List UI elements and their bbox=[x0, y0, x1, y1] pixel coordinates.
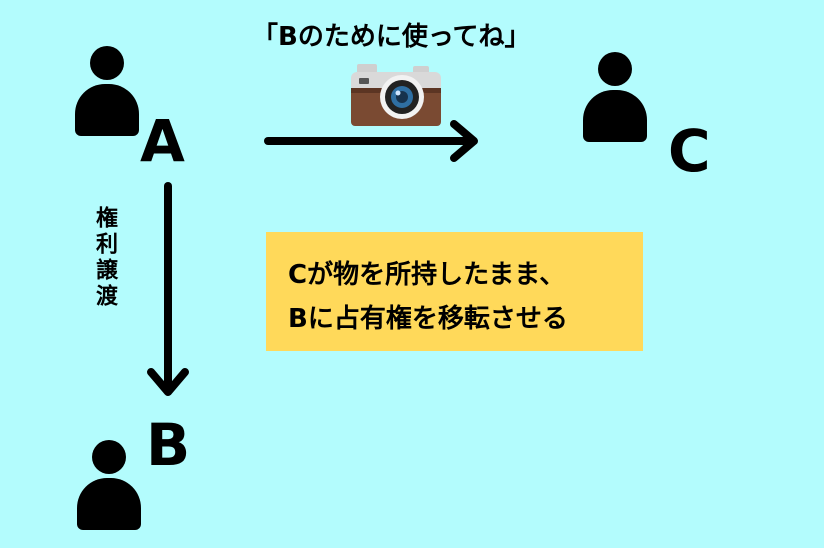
person-a-icon bbox=[74, 46, 140, 136]
arrow-a-to-c bbox=[264, 120, 478, 162]
note-line-2: Bに占有権を移転させる bbox=[288, 304, 568, 334]
arrow-a-to-b bbox=[147, 182, 189, 396]
person-a-label: A bbox=[140, 107, 185, 175]
person-b-icon bbox=[76, 440, 142, 530]
note-line-1: Cが物を所持したまま、 bbox=[288, 260, 566, 290]
rights-transfer-label: 権利譲渡 bbox=[92, 206, 117, 310]
quote-text: 「Bのために使ってね」 bbox=[252, 22, 531, 52]
camera-icon bbox=[351, 64, 441, 126]
person-b-label: B bbox=[146, 411, 191, 479]
person-c-icon bbox=[582, 52, 648, 142]
person-c-label: C bbox=[668, 117, 711, 185]
note-box: Cが物を所持したまま、 Bに占有権を移転させる bbox=[266, 232, 643, 351]
